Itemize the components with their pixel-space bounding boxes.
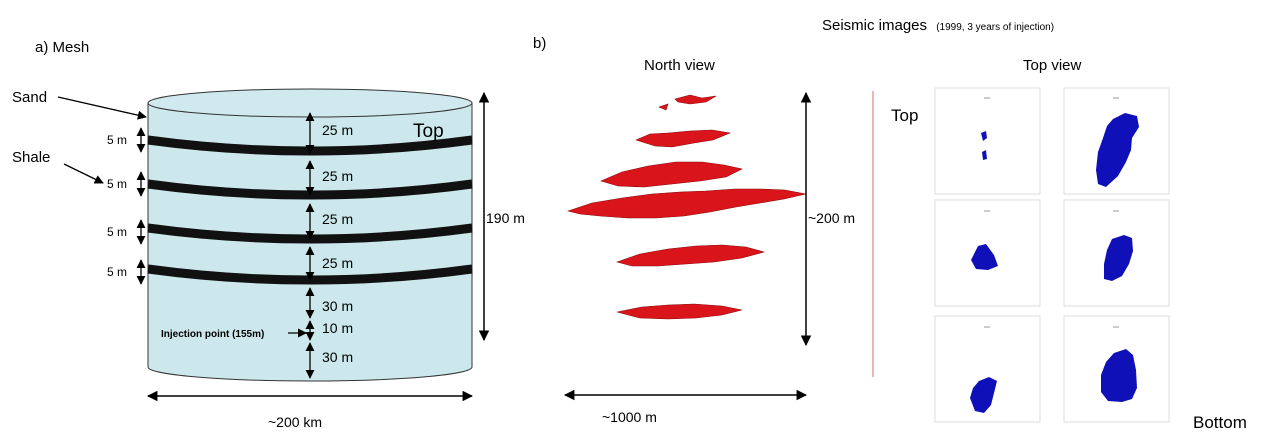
height-label: 190 m — [486, 210, 525, 226]
plume-layer — [635, 129, 732, 148]
plume-blob — [1101, 349, 1137, 402]
mesh-cylinder — [147, 88, 473, 382]
plume-blob — [1096, 113, 1139, 187]
top-view-bottom-label: Bottom — [1193, 413, 1247, 432]
slice-panel — [934, 199, 1041, 307]
layer-label: 25 m — [322, 168, 353, 184]
shale-thickness-label: 5 m — [107, 133, 127, 147]
seismic-title: Seismic images (1999, 3 years of injecti… — [822, 17, 1054, 34]
plume-layer — [600, 161, 743, 188]
slice-panel — [1063, 87, 1170, 195]
panel-a-label: a) Mesh — [35, 39, 89, 56]
injection-point-label: Injection point (155m) — [161, 329, 264, 340]
plume-blob — [971, 244, 998, 270]
slice-panel — [934, 315, 1041, 423]
plume-blob — [970, 377, 997, 413]
north-height-label: ~200 m — [808, 210, 855, 226]
top-view-grid — [934, 87, 1170, 423]
panel-b: b) Seismic images (1999, 3 years of inje… — [533, 17, 1247, 432]
shale-label: Shale — [12, 149, 50, 166]
plume-layer — [616, 303, 743, 320]
sand-arrow — [57, 96, 147, 120]
seismic-title-main: Seismic images — [822, 17, 927, 34]
cylinder-top — [147, 88, 473, 118]
plume-layer — [674, 94, 717, 105]
plume-layer — [658, 103, 669, 111]
width-label: ~200 km — [268, 414, 322, 430]
north-width-label: ~1000 m — [602, 409, 657, 425]
top-view-title: Top view — [1023, 57, 1082, 74]
shale-thickness-label: 5 m — [107, 177, 127, 191]
plume-layer — [615, 244, 766, 267]
seismic-title-sub: (1999, 3 years of injection) — [936, 22, 1054, 33]
layer-label: 10 m — [322, 320, 353, 336]
top-label: Top — [413, 121, 444, 142]
sand-label: Sand — [12, 89, 47, 106]
slice-panel — [934, 87, 1041, 195]
panel-a: a) Mesh 25 m 25 m 25 m 25 m 30 m 10 m 3 — [12, 39, 525, 430]
layer-label: 25 m — [322, 122, 353, 138]
top-view-top-label: Top — [891, 106, 918, 125]
layer-label: 30 m — [322, 349, 353, 365]
slice-panel — [1063, 199, 1170, 307]
panel-b-label: b) — [533, 35, 546, 52]
shale-thickness-label: 5 m — [107, 265, 127, 279]
plume-blob — [1104, 235, 1133, 281]
shale-arrow — [63, 163, 104, 184]
north-view-plumes — [566, 94, 807, 320]
plume-blob — [981, 131, 987, 160]
north-view-title: North view — [644, 57, 715, 74]
layer-label: 25 m — [322, 211, 353, 227]
layer-label: 25 m — [322, 255, 353, 271]
layer-label: 30 m — [322, 298, 353, 314]
plume-layer — [566, 188, 807, 219]
slice-panel — [1063, 315, 1170, 423]
shale-thickness-label: 5 m — [107, 225, 127, 239]
